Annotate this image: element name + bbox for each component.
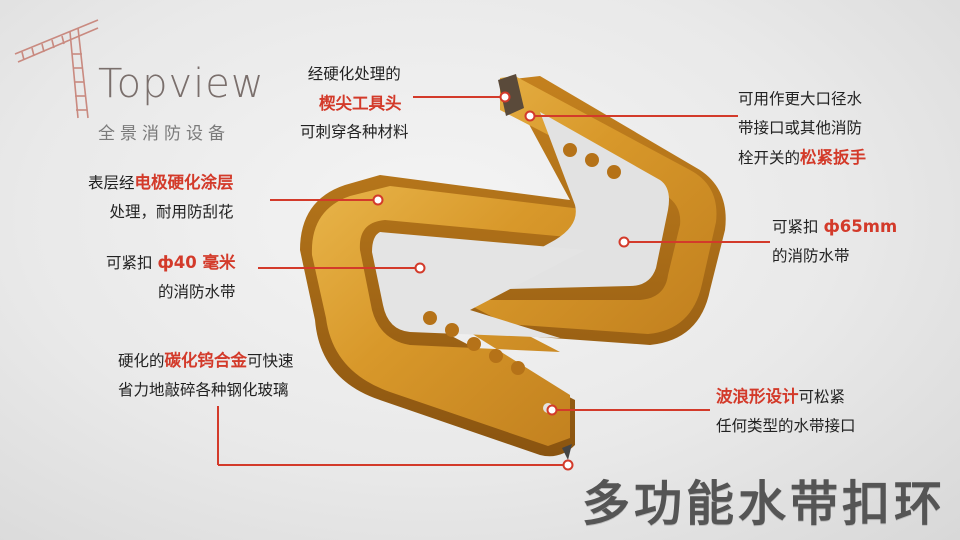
annotation-text: 经硬化处理的	[307, 65, 401, 83]
annotation-text: 任何类型的水带接口	[716, 417, 856, 435]
annotation-text: 带接口或其他消防	[738, 119, 863, 137]
annotation-phi65: 可紧扣 ф65mm 的消防水带	[772, 212, 897, 271]
annotation-wave: 波浪形设计可松紧 任何类型的水带接口	[716, 382, 856, 441]
annotation-highlight: 电极硬化涂层	[134, 173, 234, 192]
annotation-phi40: 可紧扣 ф40 毫米 的消防水带	[100, 248, 236, 307]
annotation-text: 处理，耐用防刮花	[109, 203, 234, 221]
annotation-text: 的消防水带	[772, 247, 850, 265]
annotation-highlight: ф65mm	[823, 217, 898, 236]
annotation-highlight: 碳化钨合金	[164, 351, 248, 370]
annotation-text: 可紧扣	[772, 218, 824, 236]
logo-wordmark: Topview	[98, 61, 265, 107]
callout-lines	[217, 96, 770, 466]
annotation-highlight: 楔尖工具头	[319, 94, 402, 113]
page-title: 多功能水带扣环	[581, 476, 946, 532]
annotation-text: 表层经	[88, 174, 135, 192]
annotation-text: 省力地敲碎各种钢化玻璃	[118, 381, 289, 399]
annotation-highlight: ф40 毫米	[157, 253, 236, 272]
annotation-text: 的消防水带	[158, 283, 236, 301]
annotation-text: 可松紧	[798, 388, 846, 406]
ladder-logo-icon	[14, 19, 99, 119]
annotation-text: 可紧扣	[106, 254, 158, 272]
logo-subtitle: 全景消防设备	[98, 124, 230, 144]
callout-dots	[372, 91, 630, 471]
annotation-coating: 表层经电极硬化涂层 处理，耐用防刮花	[88, 168, 234, 227]
annotation-text: 硬化的	[118, 352, 165, 370]
annotation-carbide: 硬化的碳化钨合金可快速 省力地敲碎各种钢化玻璃	[118, 346, 294, 405]
tool-body	[300, 74, 726, 460]
annotation-wrench: 可用作更大口径水 带接口或其他消防 栓开关的松紧扳手	[738, 85, 866, 173]
annotation-wedge-tip: 经硬化处理的 楔尖工具头 可刺穿各种材料	[300, 60, 409, 147]
annotation-text: 可刺穿各种材料	[300, 123, 409, 141]
annotation-highlight: 松紧扳手	[800, 148, 867, 167]
annotation-text: 栓开关的	[738, 149, 801, 167]
annotation-text: 可用作更大口径水	[738, 90, 863, 108]
brand-logo: Topview 全景消防设备	[10, 18, 264, 143]
annotation-text: 可快速	[247, 352, 294, 370]
annotation-highlight: 波浪形设计	[716, 387, 799, 406]
